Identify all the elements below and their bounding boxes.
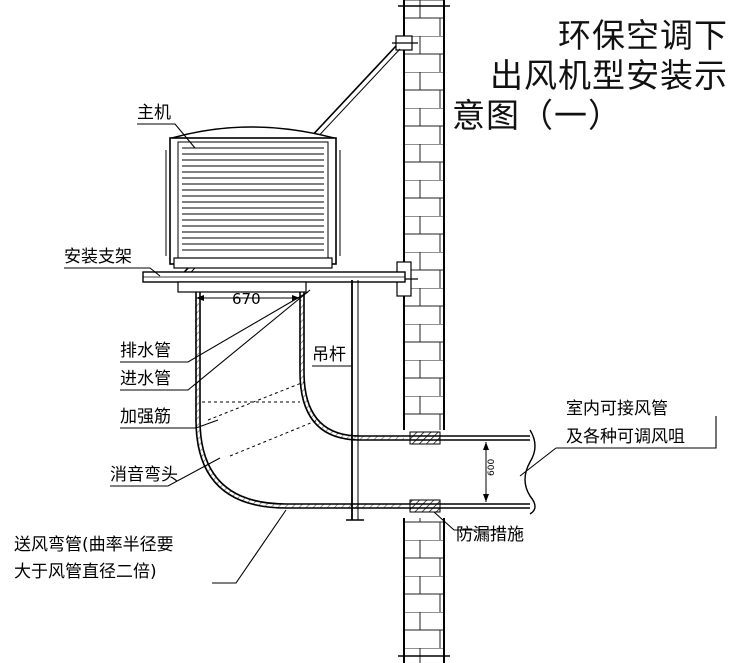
label-silencer-elbow: 消音弯头 bbox=[110, 465, 178, 485]
main-unit bbox=[165, 126, 341, 269]
unit-louvers bbox=[182, 147, 324, 251]
mounting-bracket bbox=[142, 271, 406, 293]
dimension-600-label: 600 bbox=[487, 459, 497, 476]
brick-wall bbox=[398, 0, 450, 663]
label-supply-elbow-line2: 大于风管直径二倍) bbox=[14, 562, 157, 582]
title-line-2: 出风机型安装示 bbox=[490, 56, 728, 95]
label-stiffener: 加强筋 bbox=[120, 407, 171, 427]
dimension-outlet-width: 670 bbox=[196, 290, 300, 308]
label-hanger-rod: 吊杆 bbox=[312, 345, 346, 365]
indoor-duct: 600 bbox=[404, 429, 536, 515]
title-line-1: 环保空调下 bbox=[558, 16, 728, 55]
label-drain-pipe: 排水管 bbox=[120, 341, 171, 361]
dimension-670-label: 670 bbox=[232, 290, 261, 308]
label-inlet-pipe: 进水管 bbox=[120, 369, 171, 389]
label-leak-prevention: 防漏措施 bbox=[456, 525, 524, 545]
label-main-unit: 主机 bbox=[137, 103, 171, 123]
supply-elbow-duct bbox=[195, 292, 404, 509]
leader-lines bbox=[64, 123, 717, 584]
hanger-rod bbox=[346, 280, 364, 521]
label-bracket: 安装支架 bbox=[64, 247, 132, 267]
wall-anchor-top bbox=[392, 35, 418, 51]
label-indoor-duct-line1: 室内可接风管 bbox=[566, 399, 668, 419]
label-indoor-duct-line2: 及各种可调风咀 bbox=[566, 427, 685, 447]
label-supply-elbow-line1: 送风弯管(曲率半径要 bbox=[14, 535, 174, 555]
title-line-3: 意图（一） bbox=[452, 96, 622, 135]
